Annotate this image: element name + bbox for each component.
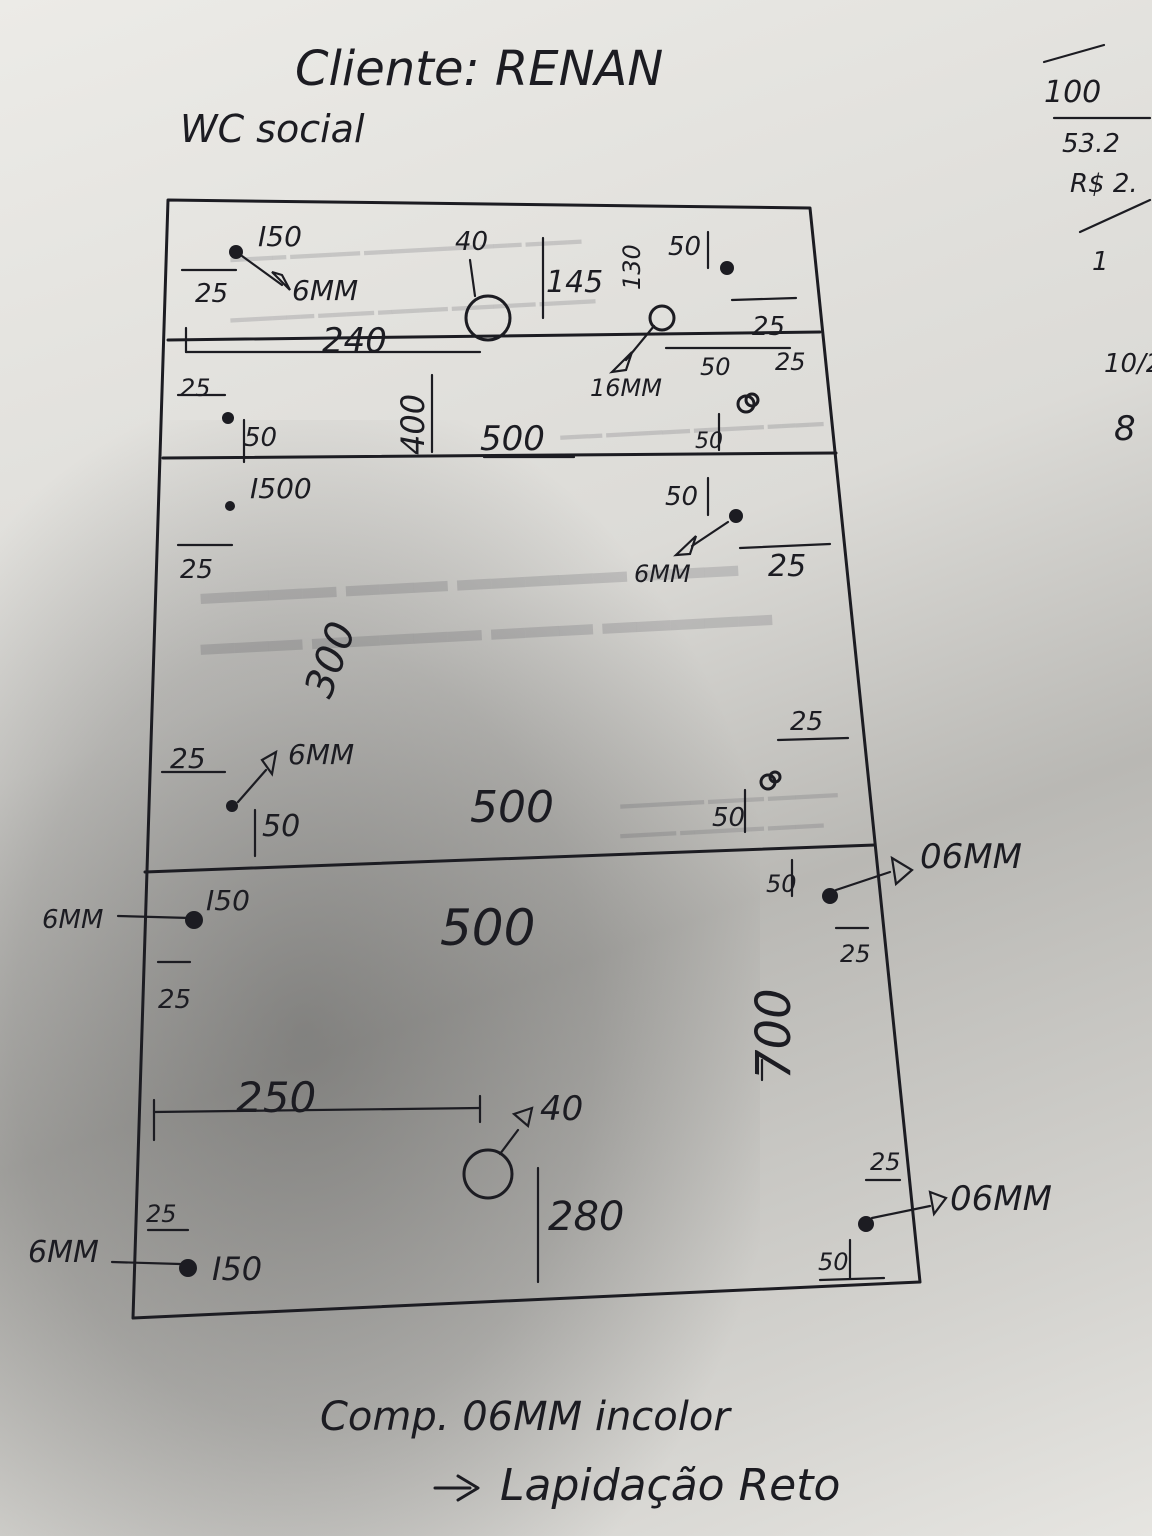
section-bottom: 6MM I50 25 500 50 06MM 25 700 250 40 280… (28, 837, 1052, 1288)
dim-240: 240 (322, 321, 387, 361)
drill-hole (179, 1259, 197, 1277)
dim-25-b: 25 (840, 940, 871, 968)
drill-hole (729, 509, 743, 523)
dim-06mm-b: 06MM (950, 1179, 1052, 1219)
margin-notes: 100 53.2 R$ 2. 1 10/2 8 (1042, 43, 1152, 449)
dim-500: 500 (470, 782, 554, 833)
margin-note: 10/2 (1104, 349, 1152, 379)
footer-line-2: Lapidação Reto (500, 1460, 840, 1511)
margin-note: 53.2 (1062, 129, 1120, 159)
dim-500: 500 (440, 899, 535, 957)
dim-6mm-b: 6MM (28, 1235, 99, 1270)
dim-16mm: 16MM (590, 374, 662, 402)
dim-6mm-b: 6MM (288, 738, 354, 771)
margin-note: R$ 2. (1070, 169, 1138, 199)
drill-hole (225, 501, 235, 511)
dim-150-b: I50 (212, 1250, 262, 1288)
room-label: WC social (180, 107, 365, 151)
drill-hole (222, 412, 234, 424)
dim-6mm: 6MM (292, 274, 358, 307)
dim-25-c: 25 (170, 742, 206, 775)
dim-150: I50 (206, 884, 250, 917)
dim-06mm-a: 06MM (920, 837, 1022, 877)
dim-130: 130 (618, 244, 646, 290)
drill-hole (720, 261, 734, 275)
dim-50-a: 50 (668, 232, 701, 262)
drill-hole (858, 1216, 874, 1232)
outlet-circle (464, 294, 512, 342)
dim-25-d: 25 (790, 707, 823, 737)
margin-note: 8 (1114, 409, 1136, 449)
dim-280: 280 (548, 1194, 624, 1240)
dim-150: I50 (258, 220, 302, 253)
dim-700: 700 (746, 988, 802, 1080)
dim-50-b: 50 (700, 353, 731, 381)
outlet-circle-small (648, 304, 676, 332)
dim-25-c: 25 (775, 348, 806, 376)
dim-25-d: 25 (870, 1148, 901, 1176)
dim-25-d: 25 (180, 374, 211, 402)
dim-25-a: 25 (158, 985, 191, 1015)
dim-40: 40 (540, 1089, 583, 1129)
dim-6mm-a: 6MM (634, 560, 691, 588)
dim-40: 40 (455, 227, 488, 257)
dim-50-c: 50 (712, 803, 745, 833)
dim-25: 25 (195, 279, 228, 309)
dim-300: 300 (296, 616, 365, 703)
dim-25-a: 25 (180, 555, 213, 585)
client-label: Cliente: RENAN (295, 41, 663, 97)
dim-400: 400 (394, 394, 432, 455)
footer-line-1: Comp. 06MM incolor (320, 1394, 732, 1440)
section-middle: I500 25 50 6MM 25 300 25 6MM 50 500 25 5… (160, 472, 850, 858)
dim-50-b: 50 (818, 1248, 849, 1276)
dim-250: 250 (236, 1073, 316, 1122)
dim-1500: I500 (250, 472, 312, 505)
dim-50-c: 50 (244, 423, 277, 453)
dim-50-a: 50 (665, 482, 698, 512)
dim-25-c: 25 (146, 1200, 177, 1228)
dim-500: 500 (480, 419, 545, 459)
dim-25-b: 25 (768, 549, 806, 584)
arrow-icon (433, 1474, 480, 1502)
dim-6mm-a: 6MM (42, 905, 103, 935)
dim-145: 145 (546, 265, 603, 300)
drill-hole (185, 911, 203, 929)
section-top: I50 6MM 25 240 40 145 130 16MM 50 25 50 … (176, 220, 806, 464)
plan-outline (131, 198, 922, 1320)
dim-50-b: 50 (262, 809, 300, 844)
drill-hole (226, 800, 238, 812)
drill-hole (822, 888, 838, 904)
drill-hole (229, 245, 243, 259)
margin-note: 100 (1044, 75, 1101, 110)
outlet-circle (462, 1148, 514, 1200)
margin-note: 1 (1092, 247, 1109, 277)
dim-25-b: 25 (752, 312, 785, 342)
